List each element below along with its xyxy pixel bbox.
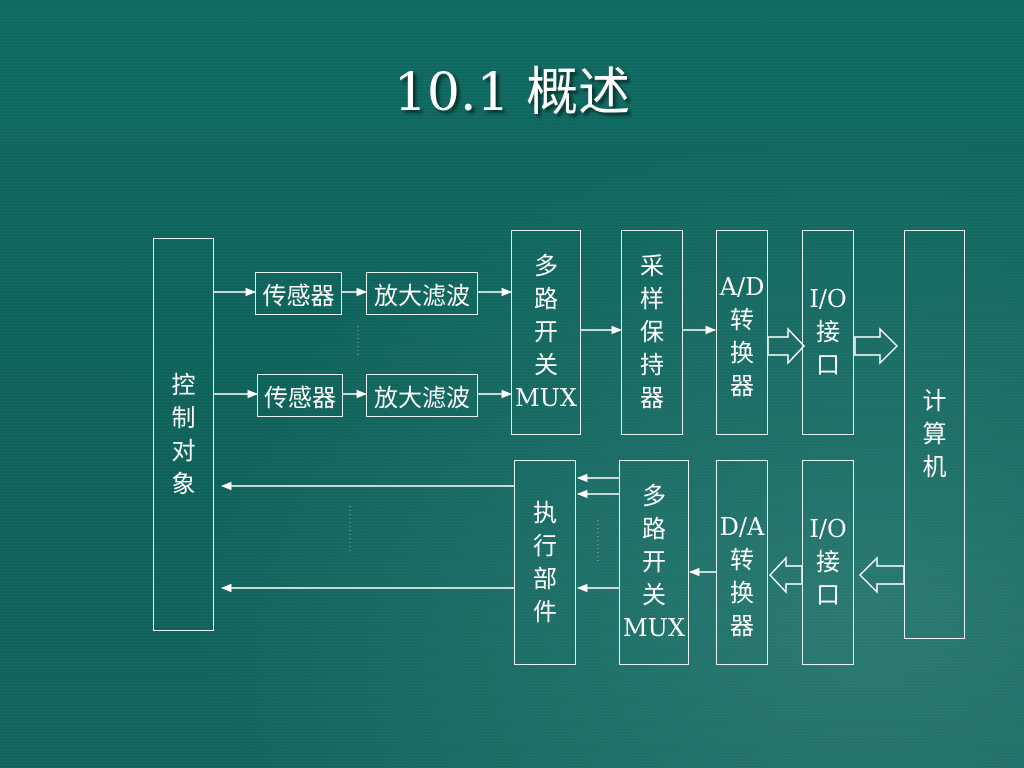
sample-hold-block: 采 样 保 持 器: [621, 230, 683, 435]
ad-converter-block: A/D 转 换 器: [716, 230, 768, 435]
slide-title: 10.1 概述: [393, 63, 631, 123]
hollow-arrow-io-to-computer: [854, 327, 899, 365]
hollow-arrow-io-to-da: [768, 556, 803, 594]
amp-filter-1-block: 放大滤波: [366, 272, 478, 315]
actuator-block: 执 行 部 件: [514, 460, 576, 665]
hollow-arrow-computer-to-io: [858, 556, 905, 594]
sensor-2-block: 传感器: [257, 374, 343, 417]
hollow-arrow-ad-to-io: [767, 327, 806, 365]
amp-filter-2-block: 放大滤波: [366, 374, 478, 417]
output-io-port-block: I/O 接 口: [802, 460, 854, 665]
control-object-block: 控 制 对 象: [153, 238, 214, 631]
computer-block: 计 算 机: [904, 230, 965, 639]
output-mux-block: 多 路 开 关 MUX: [619, 460, 689, 665]
da-converter-block: D/A 转 换 器: [716, 460, 768, 665]
input-io-port-block: I/O 接 口: [802, 230, 854, 435]
sensor-1-block: 传感器: [255, 272, 342, 315]
input-mux-block: 多 路 开 关 MUX: [511, 230, 581, 435]
